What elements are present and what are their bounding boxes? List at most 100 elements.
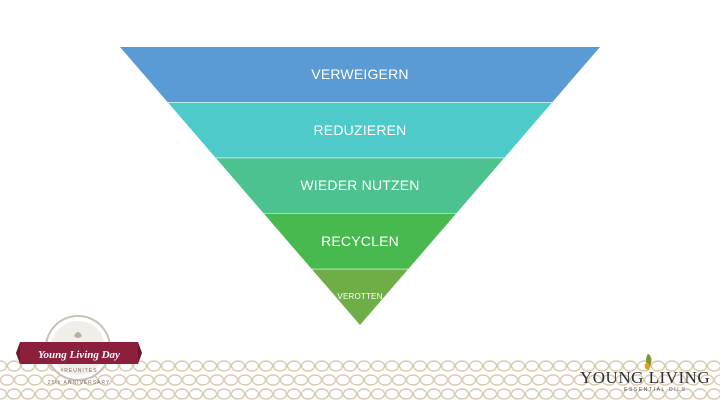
pattern-link	[482, 360, 498, 372]
pattern-link	[0, 388, 8, 400]
pattern-link	[209, 374, 225, 386]
pattern-link	[657, 374, 673, 386]
tier-label-2: REDUZIEREN	[313, 121, 407, 138]
pattern-link	[636, 388, 652, 400]
logo-leaf-icon	[644, 353, 652, 371]
pattern-link	[580, 360, 596, 372]
pattern-link	[216, 360, 232, 372]
pattern-link	[230, 388, 246, 400]
pattern-link	[314, 388, 330, 400]
pattern-link	[594, 388, 610, 400]
pattern-link	[538, 388, 554, 400]
pattern-link	[146, 388, 162, 400]
pattern-link	[90, 388, 106, 400]
pattern-link	[244, 388, 260, 400]
pattern-link	[6, 388, 22, 400]
pattern-link	[370, 360, 386, 372]
pyramid-tier-4	[264, 213, 456, 270]
pattern-link	[13, 374, 29, 386]
pattern-link	[384, 360, 400, 372]
pattern-link	[629, 374, 645, 386]
pattern-link	[412, 388, 428, 400]
pattern-link	[293, 374, 309, 386]
pattern-link	[440, 360, 456, 372]
badge-title: Young Living Day	[38, 349, 120, 361]
pattern-link	[552, 388, 568, 400]
pattern-link	[706, 360, 720, 372]
pattern-link	[706, 388, 720, 400]
pattern-link	[286, 388, 302, 400]
ribbon-tail-right	[138, 342, 142, 364]
pattern-link	[328, 360, 344, 372]
badge-leaf-icon	[74, 332, 82, 338]
pattern-link	[461, 374, 477, 386]
pattern-link	[454, 388, 470, 400]
pattern-link	[223, 374, 239, 386]
pattern-link	[510, 360, 526, 372]
pattern-link	[0, 360, 8, 372]
pattern-link	[419, 374, 435, 386]
pattern-link	[181, 374, 197, 386]
pattern-link	[132, 360, 148, 372]
pattern-link	[160, 388, 176, 400]
pattern-link	[356, 360, 372, 372]
pattern-link	[146, 360, 162, 372]
waste-hierarchy-pyramid	[120, 47, 600, 325]
pattern-link	[195, 374, 211, 386]
pattern-link	[111, 374, 127, 386]
pattern-link	[342, 360, 358, 372]
pattern-link	[328, 388, 344, 400]
pattern-link	[475, 374, 491, 386]
pattern-link	[258, 388, 274, 400]
pattern-link	[244, 360, 260, 372]
pattern-link	[566, 360, 582, 372]
ribbon-tail-left	[16, 342, 20, 364]
pattern-link	[258, 360, 274, 372]
pattern-link	[251, 374, 267, 386]
pattern-link	[566, 388, 582, 400]
pattern-link	[377, 374, 393, 386]
pattern-link	[405, 374, 421, 386]
pattern-link	[573, 374, 589, 386]
pattern-link	[594, 360, 610, 372]
pattern-link	[622, 388, 638, 400]
pattern-link	[370, 388, 386, 400]
logo-wordmark: YOUNG LIVING	[580, 368, 711, 387]
pattern-link	[496, 360, 512, 372]
pattern-link	[699, 374, 715, 386]
pattern-link	[363, 374, 379, 386]
pattern-link	[608, 388, 624, 400]
pattern-link	[447, 374, 463, 386]
pattern-link	[391, 374, 407, 386]
pattern-link	[174, 360, 190, 372]
pattern-link	[202, 388, 218, 400]
pattern-link	[153, 374, 169, 386]
pattern-link	[125, 374, 141, 386]
pattern-link	[321, 374, 337, 386]
pattern-link	[139, 374, 155, 386]
pattern-link	[496, 388, 512, 400]
pattern-link	[671, 374, 687, 386]
pattern-link	[531, 374, 547, 386]
tier-label-4: RECYCLEN	[321, 232, 399, 249]
pyramid-tier-3	[216, 158, 504, 214]
pattern-link	[230, 360, 246, 372]
logo-tagline: ESSENTIAL OILS	[624, 387, 687, 393]
pattern-link	[384, 388, 400, 400]
pattern-link	[489, 374, 505, 386]
pattern-link	[426, 388, 442, 400]
pattern-link	[300, 388, 316, 400]
pattern-link	[503, 374, 519, 386]
badge-ribbon	[20, 342, 138, 364]
pattern-link	[216, 388, 232, 400]
pattern-link	[664, 388, 680, 400]
pattern-link	[650, 388, 666, 400]
pattern-link	[692, 360, 708, 372]
tier-label-5: VEROTTEN	[337, 292, 383, 302]
pattern-link	[545, 374, 561, 386]
pattern-link	[48, 388, 64, 400]
pattern-link	[664, 360, 680, 372]
pattern-link	[62, 388, 78, 400]
pattern-link	[440, 388, 456, 400]
pattern-link	[713, 374, 720, 386]
